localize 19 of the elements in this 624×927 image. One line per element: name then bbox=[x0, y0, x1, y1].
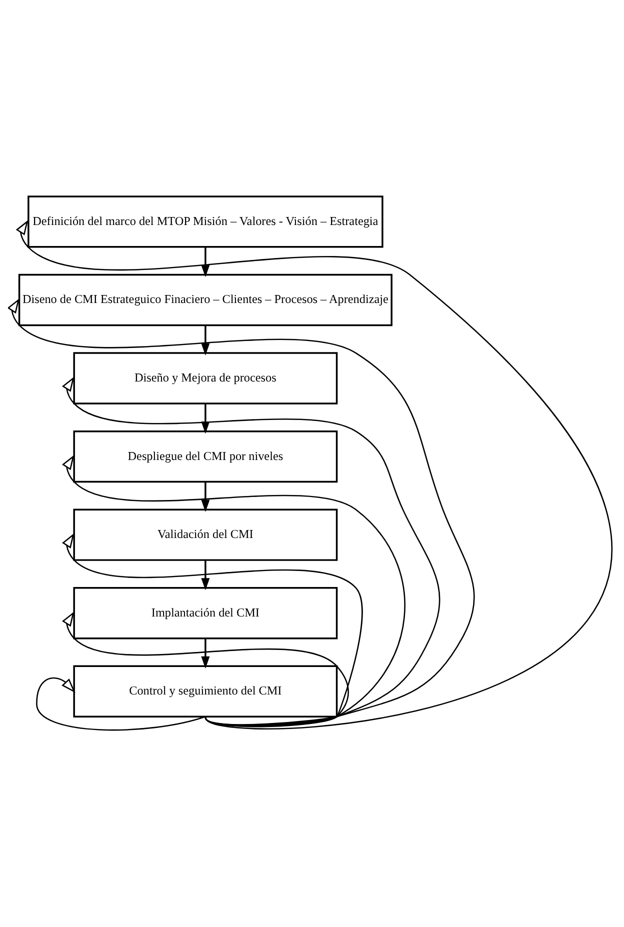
arrow bbox=[36, 677, 206, 731]
node-box: Definición del marco del MTOP Misión – Valores - Visión – Estrategia bbox=[28, 196, 384, 248]
arrow bbox=[16, 220, 612, 730]
arrow bbox=[201, 482, 210, 512]
arrow bbox=[62, 376, 440, 726]
node-box: Implantación del CMI bbox=[73, 587, 338, 640]
arrow bbox=[62, 611, 349, 728]
arrow bbox=[201, 326, 210, 356]
node-box: Validación del CMI bbox=[73, 508, 338, 561]
arrow bbox=[62, 533, 363, 727]
arrow bbox=[201, 560, 210, 590]
node-box: Control y seguimiento del CMI bbox=[73, 665, 338, 718]
arrow bbox=[201, 638, 210, 669]
arrow bbox=[62, 454, 406, 726]
node-box: Diseno de CMI Estrateguico Finaciero – Clientes – Procesos – Aprendizaje bbox=[18, 274, 392, 326]
arrow bbox=[201, 247, 210, 278]
node-box: Diseño y Mejora de procesos bbox=[73, 352, 338, 404]
node-box: Despliegue del CMI por niveles bbox=[73, 430, 338, 483]
arrow bbox=[8, 298, 475, 726]
